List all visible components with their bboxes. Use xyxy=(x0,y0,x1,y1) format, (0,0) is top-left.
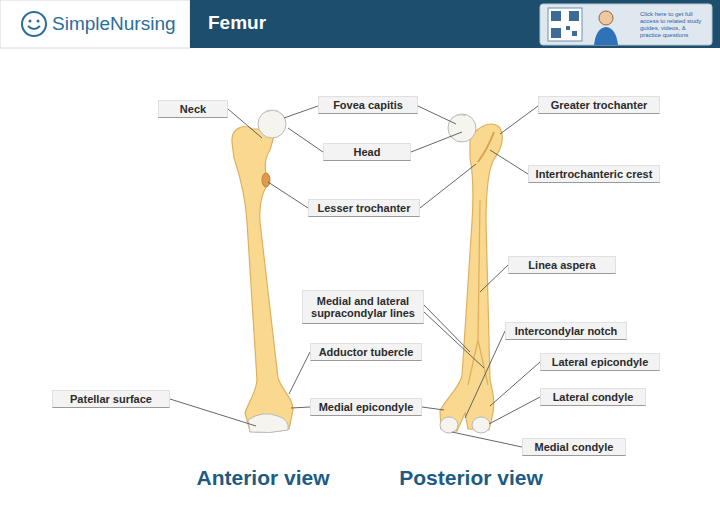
leader-line xyxy=(500,106,538,134)
leader-line xyxy=(288,128,323,152)
part-label: Fovea capitis xyxy=(318,96,418,114)
mascot-body xyxy=(594,27,618,45)
qr-code xyxy=(548,8,582,41)
leader-line xyxy=(291,407,310,408)
mascot-head xyxy=(599,11,613,25)
part-label: Lesser trochanter xyxy=(308,199,420,217)
logo-eye xyxy=(37,20,40,23)
part-label: Medial epicondyle xyxy=(310,398,422,416)
femur-bone xyxy=(440,124,502,431)
leader-line xyxy=(411,132,462,152)
part-label: Head xyxy=(323,143,411,161)
logo-icon xyxy=(22,12,46,36)
leader-line xyxy=(489,397,540,424)
leader-line xyxy=(170,399,256,426)
diagram-title: Femur xyxy=(208,12,266,34)
condyle-cartilage xyxy=(472,417,490,433)
leader-lines xyxy=(170,106,540,447)
leader-line xyxy=(480,265,508,292)
logo-panel xyxy=(0,0,190,48)
qr-pattern xyxy=(551,11,579,38)
part-label: Lateral condyle xyxy=(540,388,646,406)
leader-line xyxy=(490,362,540,406)
part-label: Patellar surface xyxy=(52,390,170,408)
femoral-head xyxy=(448,114,476,142)
femoral-head xyxy=(258,110,286,138)
promo-text: Click here to get full access to related… xyxy=(640,8,708,42)
part-label: Linea aspera xyxy=(508,256,616,274)
condyle-cartilage xyxy=(440,417,458,433)
lesser-trochanter xyxy=(262,173,270,187)
intertrochanteric-ridge xyxy=(478,132,494,162)
logo-eye xyxy=(29,20,32,23)
view-caption: Posterior view xyxy=(386,465,556,491)
part-label: Intertrochanteric crest xyxy=(528,165,660,183)
leader-line xyxy=(268,182,308,208)
part-label: Greater trochanter xyxy=(538,96,660,114)
leader-line xyxy=(418,106,456,124)
part-label: Adductor tubercle xyxy=(310,343,422,361)
logo-smile xyxy=(28,26,40,29)
femur-bone xyxy=(232,127,293,432)
fovea-mark xyxy=(266,110,282,114)
ad-box xyxy=(540,4,712,45)
leader-line xyxy=(284,106,318,118)
fovea-mark xyxy=(452,115,466,118)
part-label: Neck xyxy=(158,100,228,118)
part-label: Intercondylar notch xyxy=(505,322,627,340)
leader-line xyxy=(420,164,476,208)
header-band xyxy=(190,0,720,48)
leader-line xyxy=(422,407,444,410)
part-label: Lateral epicondyle xyxy=(540,353,660,371)
leader-line xyxy=(465,331,505,418)
leader-line xyxy=(490,150,528,174)
leader-line xyxy=(228,109,262,138)
view-caption: Anterior view xyxy=(180,465,346,491)
leader-line xyxy=(424,312,484,368)
leader-line xyxy=(452,432,522,447)
part-label: Medial condyle xyxy=(522,438,626,456)
part-label: Medial and lateral supracondylar lines xyxy=(302,290,424,324)
leader-line xyxy=(289,352,310,394)
leader-line xyxy=(424,305,470,352)
linea-aspera-ridge xyxy=(468,200,488,385)
brand-logo: SimpleNursing xyxy=(52,10,188,38)
patellar-cartilage xyxy=(248,414,288,433)
